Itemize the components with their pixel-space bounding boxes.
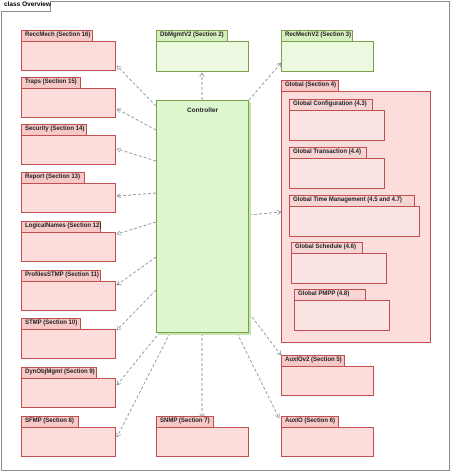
package-global-time-management-label: Global Time Management (4.5 and 4.7) bbox=[293, 197, 402, 203]
package-reccmech-body bbox=[21, 41, 116, 71]
package-reccmech-label: ReccMech (Section 16) bbox=[25, 32, 91, 38]
package-global-configuration-body bbox=[289, 110, 385, 141]
link-sfmp bbox=[117, 332, 171, 437]
package-stmp-body bbox=[21, 329, 116, 359]
package-dynobjmgmt-label: DynObjMgmt (Section 9) bbox=[25, 369, 95, 375]
package-report-body bbox=[21, 183, 116, 213]
link-stmp bbox=[117, 289, 157, 330]
package-logicalnames-label: LogicalNames (Section 12) bbox=[25, 223, 102, 229]
package-global-transaction-label: Global Transaction (4.4) bbox=[293, 149, 362, 155]
package-sfmp-body bbox=[21, 427, 116, 457]
package-auxio-body bbox=[281, 427, 374, 457]
package-auxio-label: AuxIO (Section 6) bbox=[285, 418, 336, 424]
package-global-transaction-body bbox=[289, 158, 385, 189]
link-logicalnames bbox=[117, 221, 157, 234]
package-global-pmpp-body bbox=[294, 300, 390, 331]
link-traps bbox=[117, 109, 157, 131]
package-global-pmpp-label: Global PMPP (4.8) bbox=[298, 291, 350, 297]
link-report bbox=[117, 192, 157, 196]
package-traps-label: Traps (Section 15) bbox=[25, 79, 77, 85]
package-report-label: Report (Section 13) bbox=[25, 174, 81, 180]
package-global-configuration-label: Global Configuration (4.3) bbox=[293, 101, 367, 107]
package-dbmgmtv2-label: DbMgmtV2 (Section 2) bbox=[160, 32, 224, 38]
diagram-title: class Overview bbox=[4, 1, 51, 8]
package-recmechv2-body bbox=[281, 41, 374, 72]
diagram-frame-tab: class Overview bbox=[1, 1, 51, 12]
link-auxio bbox=[236, 332, 279, 418]
package-logicalnames-body bbox=[21, 232, 116, 262]
package-security-body bbox=[21, 135, 116, 165]
package-stmp-label: STMP (Section 10) bbox=[25, 320, 78, 326]
link-auxiov2 bbox=[248, 312, 281, 355]
link-security bbox=[117, 149, 157, 162]
package-global-time-management-body bbox=[289, 206, 420, 237]
package-dynobjmgmt-body bbox=[21, 378, 116, 408]
package-global-label: Global (Section 4) bbox=[285, 82, 337, 88]
package-global-schedule-body bbox=[291, 253, 387, 284]
package-snmp-body bbox=[156, 427, 249, 457]
link-profilesstmp bbox=[117, 256, 157, 285]
package-traps-body bbox=[21, 88, 116, 118]
link-reccmech bbox=[117, 66, 157, 107]
package-profilesstmp-label: ProfilesSTMP (Section 11) bbox=[25, 272, 99, 278]
package-global-schedule-label: Global Schedule (4.6) bbox=[295, 244, 357, 250]
link-dynobjmgmt bbox=[117, 331, 161, 385]
package-snmp-label: SNMP (Section 7) bbox=[160, 418, 210, 424]
link-recmechv2 bbox=[248, 63, 281, 101]
package-security-label: Security (Section 14) bbox=[25, 126, 85, 132]
link-global bbox=[248, 212, 281, 216]
package-recmechv2-label: RecMechV2 (Section 3) bbox=[285, 32, 352, 38]
package-sfmp-label: SFMP (Section 8) bbox=[25, 418, 74, 424]
controller-class[interactable]: Controller bbox=[156, 100, 249, 333]
package-profilesstmp-body bbox=[21, 281, 116, 311]
package-dbmgmtv2-body bbox=[156, 41, 249, 72]
controller-label: Controller bbox=[186, 107, 219, 114]
package-auxiov2-body bbox=[281, 366, 374, 396]
package-auxiov2-label: AuxIOv2 (Section 5) bbox=[285, 357, 342, 363]
